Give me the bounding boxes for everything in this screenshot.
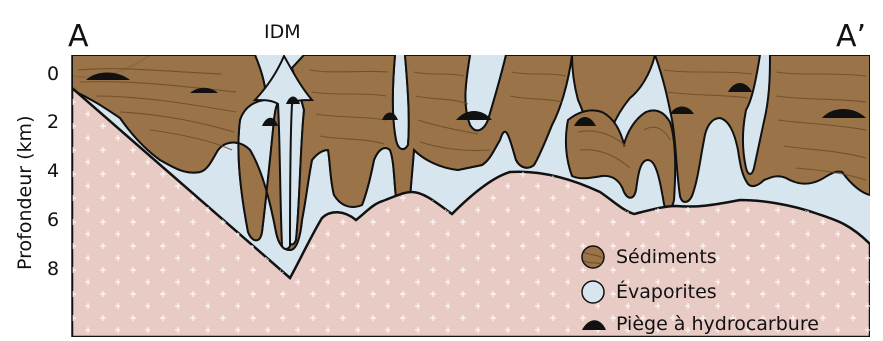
legend-label-sediments: Sédiments xyxy=(616,246,717,268)
depth-axis-title: Profondeur (km) xyxy=(14,116,36,270)
evaporite-swatch-icon xyxy=(582,281,604,303)
section-start-label: A xyxy=(68,19,89,54)
legend-item-trap: Piège à hydrocarbure xyxy=(582,313,819,335)
legend-label-trap: Piège à hydrocarbure xyxy=(616,313,819,335)
section-end-label: A’ xyxy=(836,19,866,54)
legend-label-evaporites: Évaporites xyxy=(616,280,717,303)
depth-tick-4: 4 xyxy=(47,160,59,182)
depth-tick-0: 0 xyxy=(47,63,59,85)
depth-tick-2: 2 xyxy=(47,111,59,133)
idm-label: IDM xyxy=(264,21,301,43)
depth-tick-8: 8 xyxy=(47,258,59,280)
depth-tick-6: 6 xyxy=(47,209,59,231)
depth-ticks: 0 2 4 6 8 xyxy=(47,63,59,280)
